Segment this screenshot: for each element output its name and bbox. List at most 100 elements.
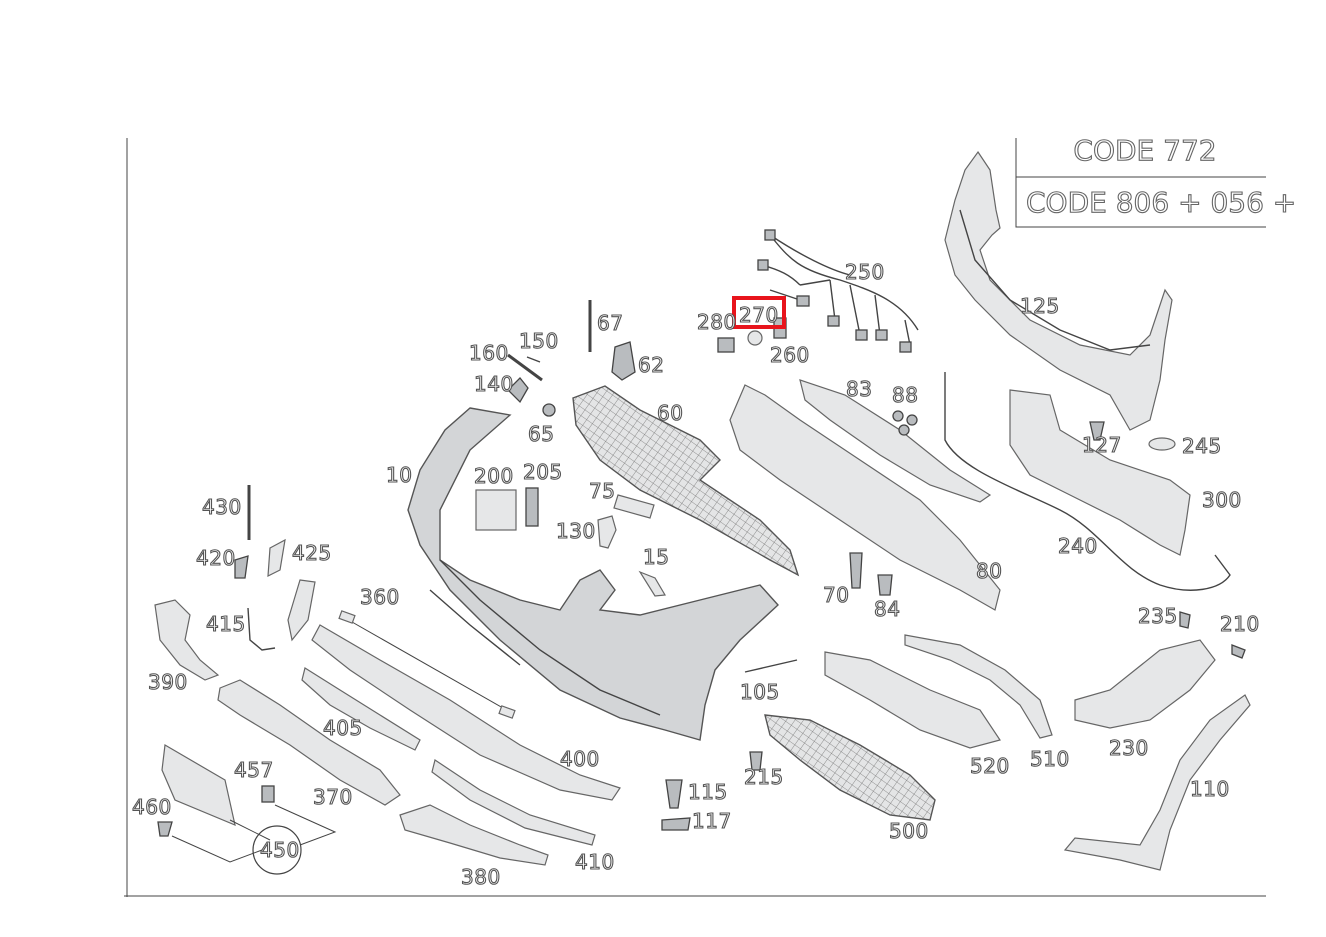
callout-70: 70 [823,583,849,607]
callout-115: 115 [688,780,728,804]
callout-510: 510 [1030,747,1070,771]
callout-125: 125 [1020,294,1060,318]
part-420-clip [234,555,249,579]
part-425-bracket [267,538,286,578]
callout-150: 150 [519,329,559,353]
callout-360: 360 [360,585,400,609]
part-270-ring [747,330,763,346]
part-360-wire [344,617,511,713]
part-62-clip [611,341,636,381]
part-410-strip [431,759,596,846]
diagram-frame [124,138,1266,897]
callout-450: 450 [260,838,300,862]
callout-60: 60 [657,401,683,425]
callout-400: 400 [560,747,600,771]
callout-460: 460 [132,795,172,819]
callout-240: 240 [1058,534,1098,558]
part-520-bracket [824,651,1001,749]
part-75-strip [613,494,655,519]
part-450-plate-bracket [161,744,236,826]
callout-110: 110 [1190,777,1230,801]
part-65-nut [542,403,556,417]
callout-415: 415 [206,612,246,636]
callout-425: 425 [292,541,332,565]
callout-105: 105 [740,680,780,704]
callout-210: 210 [1220,612,1260,636]
callout-280: 280 [697,310,737,334]
callout-65: 65 [528,422,554,446]
callout-230: 230 [1109,736,1149,760]
part-117-nut [661,817,691,831]
part-160-rod [507,353,543,382]
callout-117: 117 [692,809,732,833]
part-230-bracket [1074,639,1216,729]
part-10-bumper-cover [407,407,779,741]
part-200-module [475,489,517,531]
callout-390: 390 [148,670,188,694]
part-60-grille [572,385,800,577]
callout-260: 260 [770,343,810,367]
callout-405: 405 [323,716,363,740]
callout-83: 83 [846,377,872,401]
callout-62: 62 [638,353,664,377]
part-240-cable [944,372,1231,591]
part-270-highlight [732,296,786,329]
part-215-screw [749,751,763,771]
legend-code-772: CODE 772 [1073,134,1216,167]
callout-270: 270 [739,303,779,327]
part-115-screw [665,779,683,809]
part-70-screw [849,552,863,589]
part-110-bracket [1063,694,1251,871]
part-105-rod [744,659,798,673]
callout-140: 140 [474,372,514,396]
callout-245: 245 [1182,434,1222,458]
part-235-clip [1179,611,1191,629]
part-280-sensor [717,337,735,353]
callout-200: 200 [474,464,514,488]
part-127-screw [1089,421,1105,441]
callout-88: 88 [892,383,918,407]
callout-410: 410 [575,850,615,874]
part-380-trim [399,804,549,866]
callout-520: 520 [970,754,1010,778]
part-405-strip [301,667,421,751]
part-450-circle [252,825,302,875]
part-370-trim [217,679,401,806]
callout-370: 370 [313,785,353,809]
part-457-clip [261,785,275,803]
callout-160: 160 [469,341,509,365]
part-390-bracket [154,599,220,681]
part-88-clips [892,410,918,436]
part-210-clip [1231,644,1246,659]
callout-130: 130 [556,519,596,543]
part-300-absorber [1009,389,1191,556]
part-500-grille [764,714,936,821]
part-245-washer [1148,437,1176,451]
callout-250: 250 [845,260,885,284]
part-130-clip [597,515,617,549]
callout-500: 500 [889,819,929,843]
part-15-trim [638,570,666,597]
callout-380: 380 [461,865,501,889]
callout-215: 215 [744,765,784,789]
callout-420: 420 [196,546,236,570]
callout-67: 67 [597,311,623,335]
part-125-bracket [944,150,1173,431]
callout-labels: 10 15 60 62 65 67 70 75 80 83 84 88 105 … [131,259,1260,889]
part-80-carrier [729,384,1001,611]
part-510-trim [904,634,1053,739]
part-415-bracket [247,607,276,651]
part-400-trim [311,624,621,801]
callout-457: 457 [234,758,274,782]
part-150-screw [526,356,541,363]
part-460-screw [157,821,173,837]
code-legend-box: CODE 772 CODE 806 + 056 + [1015,133,1297,228]
part-83-bracket [799,379,992,503]
legend-code-806: CODE 806 + 056 + [1026,186,1296,219]
part-250-wiring-harness [757,229,919,353]
callout-205: 205 [523,460,563,484]
part-425-bracket-b [287,579,316,642]
callout-10: 10 [386,463,412,487]
